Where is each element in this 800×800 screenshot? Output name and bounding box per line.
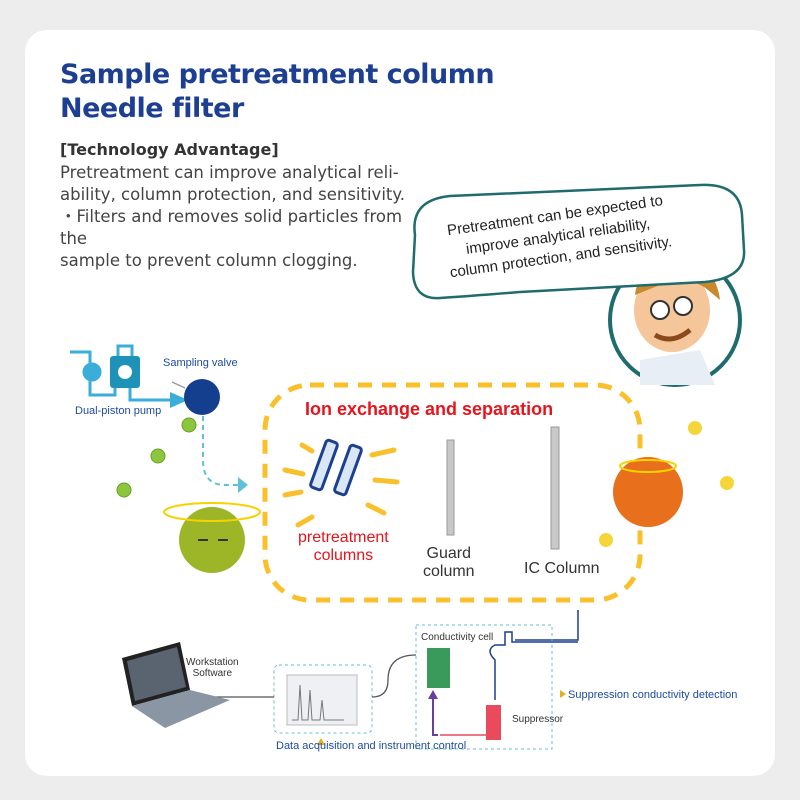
ic-label: IC Column	[524, 560, 600, 577]
valve-label: Sampling valve	[163, 357, 238, 369]
guard-column-icon	[446, 439, 455, 536]
guard-label-1: Guard	[426, 545, 472, 562]
scientist-face	[634, 268, 710, 352]
advantage-line: ability, column protection, and sensitiv…	[60, 185, 406, 204]
title-line-1: Sample pretreatment column	[60, 59, 495, 90]
advantage-body: Pretreatment can improve analytical reli…	[60, 162, 410, 272]
guard-label-2: column	[423, 563, 475, 580]
suppressor-icon	[486, 705, 501, 740]
workstation-label-1: Workstation	[186, 657, 239, 668]
speech-bubble	[411, 183, 746, 300]
sampling-valve-icon	[184, 379, 220, 415]
dual-piston-pump-icon	[70, 344, 170, 402]
pretreatment-columns-icon	[309, 438, 363, 497]
workstation-label-2: Software	[192, 668, 233, 679]
pretreatment-label: pretreatment columns	[298, 529, 389, 565]
detector-box	[415, 624, 553, 750]
conductivity-cell-icon	[427, 648, 450, 688]
title-line-2: Needle filter	[60, 93, 244, 124]
advantage-line: sample to prevent column clogging.	[60, 251, 358, 270]
advantage-heading: [Technology Advantage]	[60, 140, 279, 159]
suppressor-label: Suppressor	[512, 714, 564, 725]
data-acq-box	[273, 664, 373, 734]
orange-ion-character	[613, 457, 683, 527]
advantage-line: Pretreatment can improve analytical reli…	[60, 163, 399, 182]
guard-label: Guard column	[423, 545, 475, 581]
pump-label: Dual-piston pump	[75, 405, 162, 417]
suppression-label: Suppression conductivity detection	[568, 689, 738, 701]
workstation-label: Workstation Software	[186, 657, 239, 679]
laptop-icon	[122, 642, 230, 728]
advantage-line: ・Filters and removes solid particles fro…	[60, 207, 403, 248]
page-title: Sample pretreatment column Needle filter	[60, 58, 495, 126]
green-particle-character	[179, 507, 245, 573]
section-title: Ion exchange and separation	[305, 399, 554, 419]
pretreatment-label-1: pretreatment	[298, 529, 389, 546]
ic-column-icon	[550, 426, 560, 550]
cell-label: Conductivity cell	[421, 632, 494, 643]
pretreatment-label-2: columns	[313, 547, 374, 564]
data-acq-label: Data acquisition and instrument control	[276, 740, 467, 752]
